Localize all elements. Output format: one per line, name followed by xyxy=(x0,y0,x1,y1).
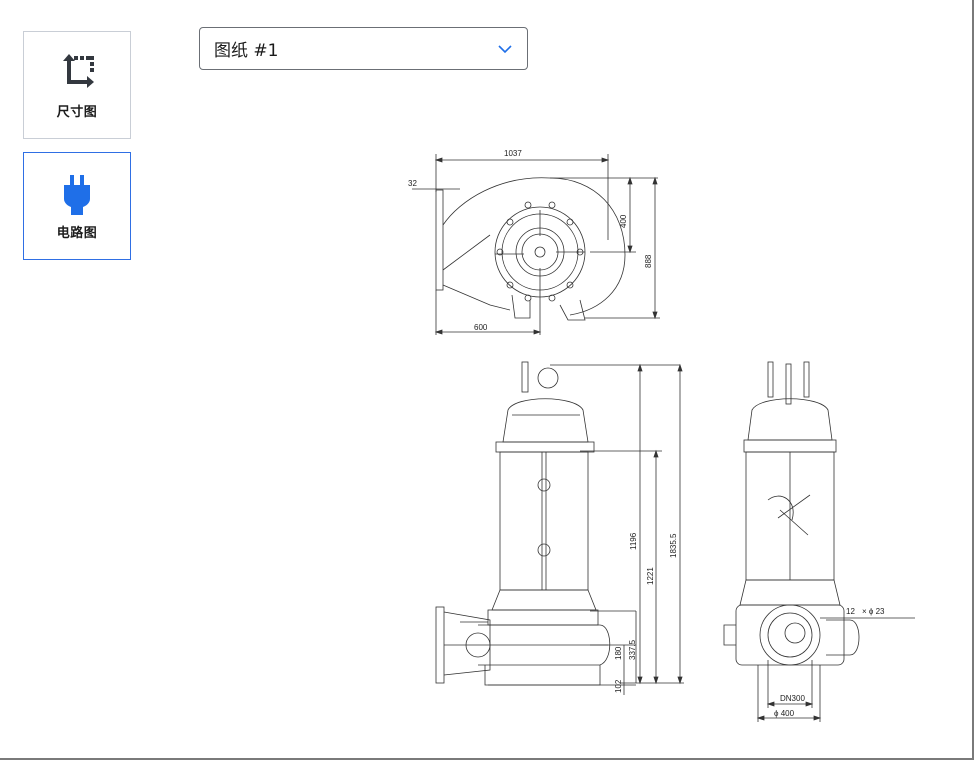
dim-1196: 1196 xyxy=(629,532,638,550)
dim-flange-diameter: ϕ 400 xyxy=(774,709,795,718)
dim-1221: 1221 xyxy=(646,567,655,585)
dim-1835-5: 1835.5 xyxy=(669,533,678,558)
dim-32: 32 xyxy=(408,179,417,188)
tab-dimension-drawing-label: 尺寸图 xyxy=(56,105,98,120)
dim-337-5: 337.5 xyxy=(628,639,637,660)
dim-600: 600 xyxy=(474,323,488,332)
dim-888: 888 xyxy=(644,254,653,268)
window-border-right xyxy=(972,0,974,760)
dim-hole-diameter: × ϕ 23 xyxy=(862,607,885,616)
dim-180: 180 xyxy=(614,646,623,660)
tab-electrical-diagram-label: 电路图 xyxy=(56,226,98,241)
dim-hole-count: 12 xyxy=(846,607,855,616)
drawing-select-value: 图纸 #1 xyxy=(214,41,279,61)
pump-dimension-drawing: 1037 32 600 400 888 1196 1221 1835.5 337… xyxy=(408,149,915,722)
plug-icon xyxy=(64,175,90,215)
tab-dimension-drawing[interactable]: 尺寸图 xyxy=(23,31,131,139)
drawing-select[interactable]: 图纸 #1 xyxy=(199,27,528,70)
dim-dn300: DN300 xyxy=(780,694,805,703)
chevron-down-icon xyxy=(498,45,512,54)
dimension-icon xyxy=(63,54,94,88)
dim-400: 400 xyxy=(619,214,628,228)
tab-electrical-diagram[interactable]: 电路图 xyxy=(23,152,131,260)
dim-102: 102 xyxy=(614,679,623,693)
dim-1037: 1037 xyxy=(504,149,522,158)
window-border-bottom xyxy=(0,758,974,760)
